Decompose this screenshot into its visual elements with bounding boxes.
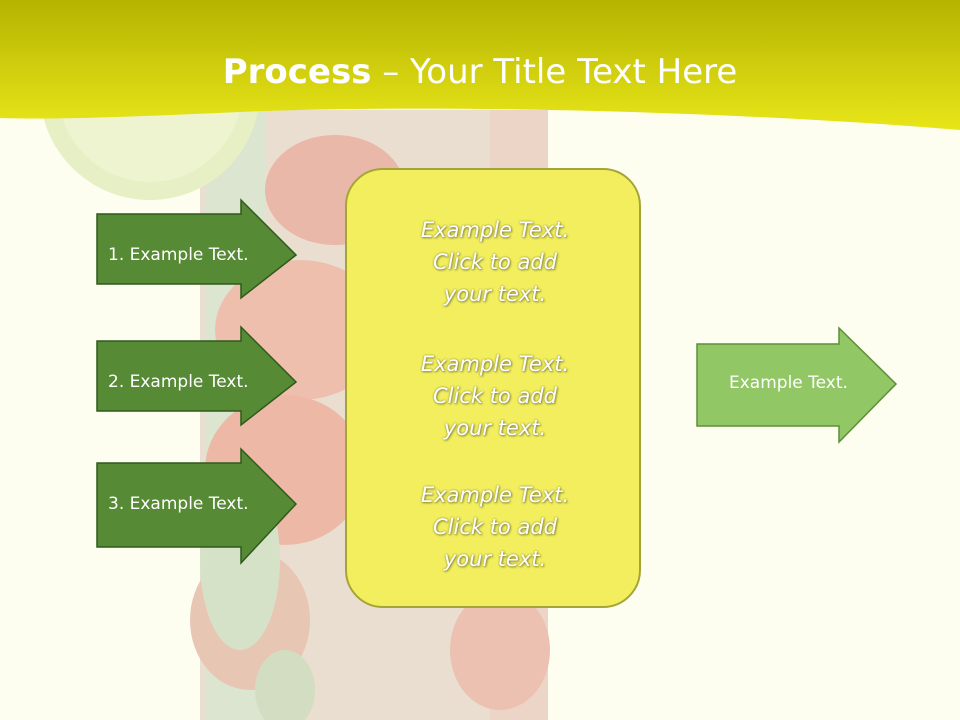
output-arrow: Example Text. xyxy=(696,326,898,444)
paragraph-line: Click to add xyxy=(432,250,557,274)
arrow-shape xyxy=(96,325,298,427)
arrow-label: 2. Example Text. xyxy=(108,372,249,392)
paragraph-line: Click to add xyxy=(432,384,557,408)
input-arrow-3: 3. Example Text. xyxy=(96,447,298,565)
arrow-shape xyxy=(96,447,298,565)
paragraph-line: your text. xyxy=(443,282,547,306)
arrow-label: Example Text. xyxy=(729,373,848,393)
arrow-shape xyxy=(696,326,898,444)
paragraph-line: Example Text. xyxy=(420,483,570,507)
slide-title: Process – Your Title Text Here xyxy=(0,52,960,92)
title-rest: – Your Title Text Here xyxy=(371,52,738,92)
input-arrow-1: 1. Example Text. xyxy=(96,198,298,300)
paragraph-line: Example Text. xyxy=(420,352,570,376)
arrow-shape xyxy=(96,198,298,300)
paragraph-line: your text. xyxy=(443,547,547,571)
paragraph-line: Click to add xyxy=(432,515,557,539)
title-bold: Process xyxy=(222,52,372,92)
center-paragraph-2: Example Text. Click to add your text. xyxy=(347,348,643,444)
arrow-label: 1. Example Text. xyxy=(108,245,249,265)
center-process-box: Example Text. Click to add your text. Ex… xyxy=(345,168,641,608)
input-arrow-2: 2. Example Text. xyxy=(96,325,298,427)
arrow-label: 3. Example Text. xyxy=(108,494,249,514)
paragraph-line: your text. xyxy=(443,416,547,440)
center-paragraph-3: Example Text. Click to add your text. xyxy=(347,479,643,575)
paragraph-line: Example Text. xyxy=(420,218,570,242)
header-band xyxy=(0,0,960,130)
center-paragraph-1: Example Text. Click to add your text. xyxy=(347,214,643,310)
